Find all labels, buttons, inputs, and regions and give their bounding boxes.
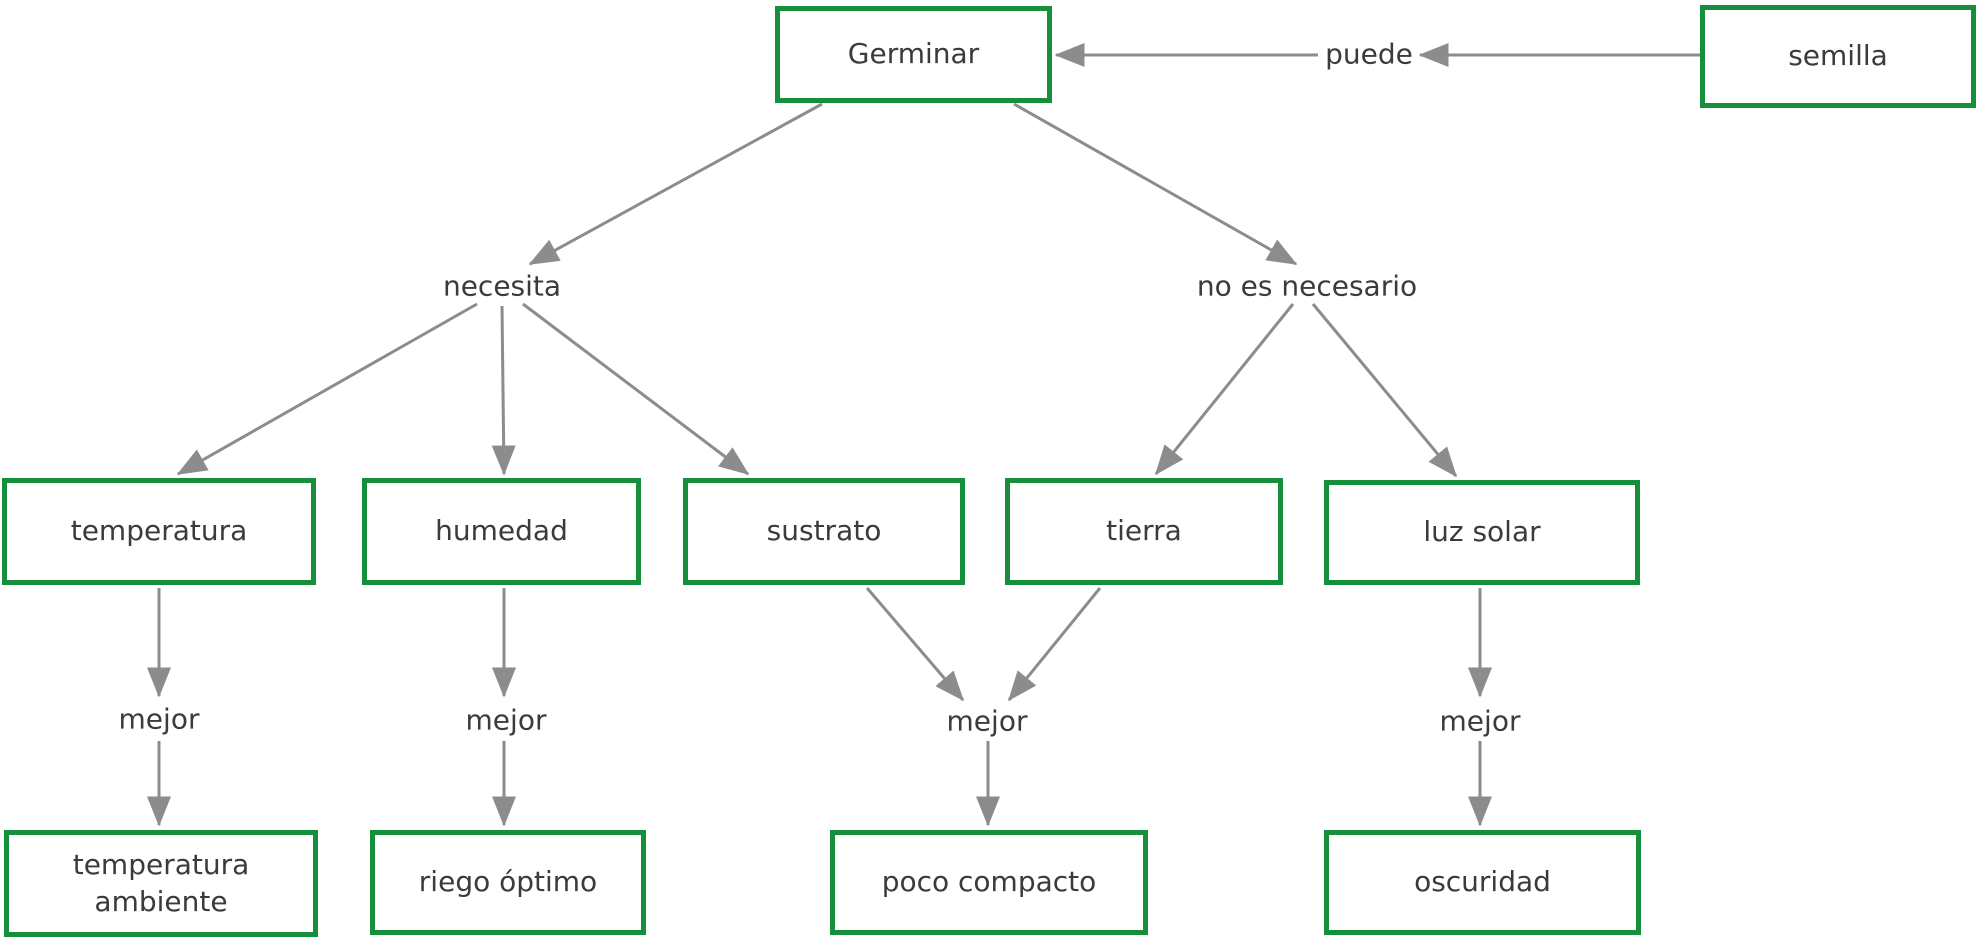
edge-label-mejor-luz-solar[interactable]: mejor	[1433, 704, 1527, 738]
node-germinar[interactable]: Germinar	[775, 6, 1052, 103]
edge-necesita-to-sustrato	[522, 302, 750, 476]
edge-no-es-necesario-to-luz-solar	[1311, 303, 1458, 478]
node-riego-optimo[interactable]: riego óptimo	[370, 830, 646, 935]
node-oscuridad[interactable]: oscuridad	[1324, 830, 1641, 935]
node-tierra[interactable]: tierra	[1005, 478, 1283, 585]
node-label-temperatura-ambiente: temperatura ambiente	[72, 848, 250, 918]
node-label-riego-optimo: riego óptimo	[418, 865, 598, 899]
edge-label-no-es-necesario[interactable]: no es necesario	[1190, 269, 1424, 303]
node-label-luz-solar: luz solar	[1423, 515, 1541, 549]
node-label-tierra: tierra	[1106, 514, 1182, 548]
node-label-semilla: semilla	[1788, 39, 1888, 73]
edge-necesita-to-humedad	[491, 305, 516, 476]
node-label-humedad: humedad	[435, 514, 568, 548]
node-sustrato[interactable]: sustrato	[683, 478, 965, 585]
node-poco-compacto[interactable]: poco compacto	[830, 830, 1148, 935]
node-label-poco-compacto: poco compacto	[881, 865, 1097, 899]
edge-label-necesita[interactable]: necesita	[436, 269, 568, 303]
edge-sustrato-to-mejor	[865, 587, 965, 702]
edge-label-mejor-temperatura[interactable]: mejor	[112, 702, 206, 736]
node-label-temperatura: temperatura	[70, 514, 248, 548]
edge-germinar-to-necesita	[528, 102, 823, 266]
node-semilla[interactable]: semilla	[1700, 5, 1976, 108]
edge-no-es-necesario-to-tierra	[1154, 303, 1295, 476]
node-humedad[interactable]: humedad	[362, 478, 641, 585]
node-label-germinar: Germinar	[847, 37, 980, 71]
node-label-oscuridad: oscuridad	[1414, 865, 1551, 899]
edge-label-mejor-sustrato-tierra[interactable]: mejor	[940, 704, 1034, 738]
edge-label-mejor-humedad[interactable]: mejor	[459, 703, 553, 737]
edge-tierra-to-mejor	[1007, 587, 1102, 702]
edge-germinar-to-no-es-necesario	[1013, 102, 1298, 266]
edge-label-puede[interactable]: puede	[1319, 37, 1419, 71]
node-temperatura-ambiente[interactable]: temperatura ambiente	[4, 830, 318, 937]
node-label-sustrato: sustrato	[766, 514, 882, 548]
node-luz-solar[interactable]: luz solar	[1324, 480, 1640, 585]
node-temperatura[interactable]: temperatura	[2, 478, 316, 585]
edge-necesita-to-temperatura	[176, 302, 478, 476]
